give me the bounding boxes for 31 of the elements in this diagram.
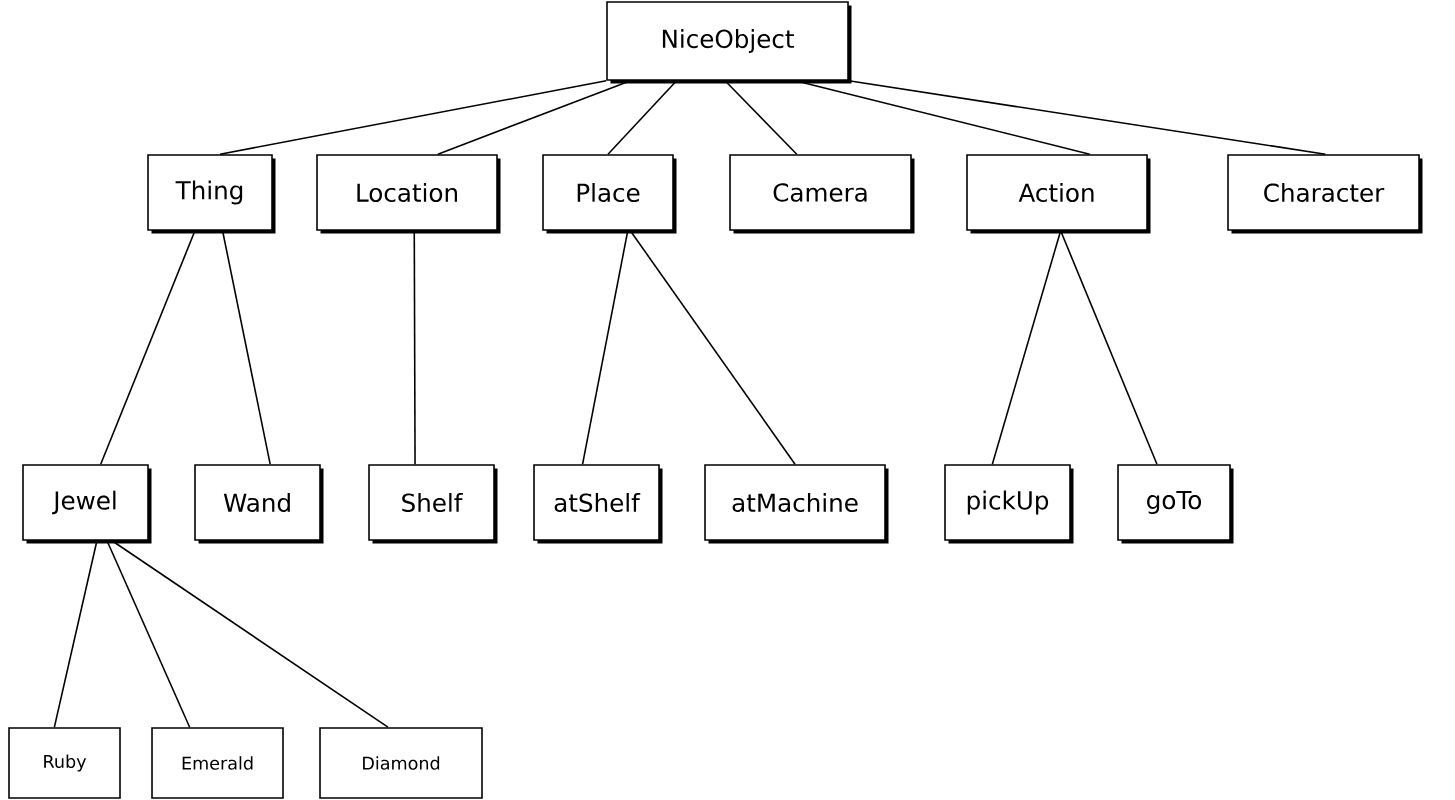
- class-box: atMachine: [704, 464, 889, 544]
- connector-line: [413, 230, 416, 465]
- class-box: Emerald: [151, 727, 284, 799]
- class-box: Action: [966, 154, 1151, 234]
- class-box: Thing: [147, 154, 276, 234]
- connector-line: [991, 230, 1062, 465]
- connector-line: [848, 79, 1327, 155]
- connector-line: [53, 540, 98, 728]
- connector-line: [794, 79, 1091, 155]
- connector-line: [111, 540, 389, 728]
- connector-line: [99, 230, 196, 465]
- class-box: pickUp: [944, 464, 1074, 544]
- class-box: Location: [316, 154, 501, 234]
- class-box: Diamond: [319, 727, 483, 799]
- class-box: Wand: [194, 464, 324, 544]
- class-box: atShelf: [533, 464, 663, 544]
- class-box: Shelf: [368, 464, 498, 544]
- connector-line: [219, 79, 607, 155]
- connector-line: [581, 230, 629, 465]
- class-box: Camera: [729, 154, 915, 234]
- class-box: goTo: [1117, 464, 1234, 544]
- connector-line: [1059, 230, 1158, 465]
- class-box: NiceObject: [606, 1, 852, 84]
- class-box: Jewel: [22, 464, 152, 544]
- connector-line: [221, 230, 271, 465]
- connector-line: [437, 79, 632, 155]
- class-box: Character: [1227, 154, 1423, 234]
- connector-line: [629, 230, 796, 465]
- class-box: Place: [542, 154, 677, 234]
- connector-line: [106, 540, 191, 728]
- class-box: Ruby: [8, 727, 121, 799]
